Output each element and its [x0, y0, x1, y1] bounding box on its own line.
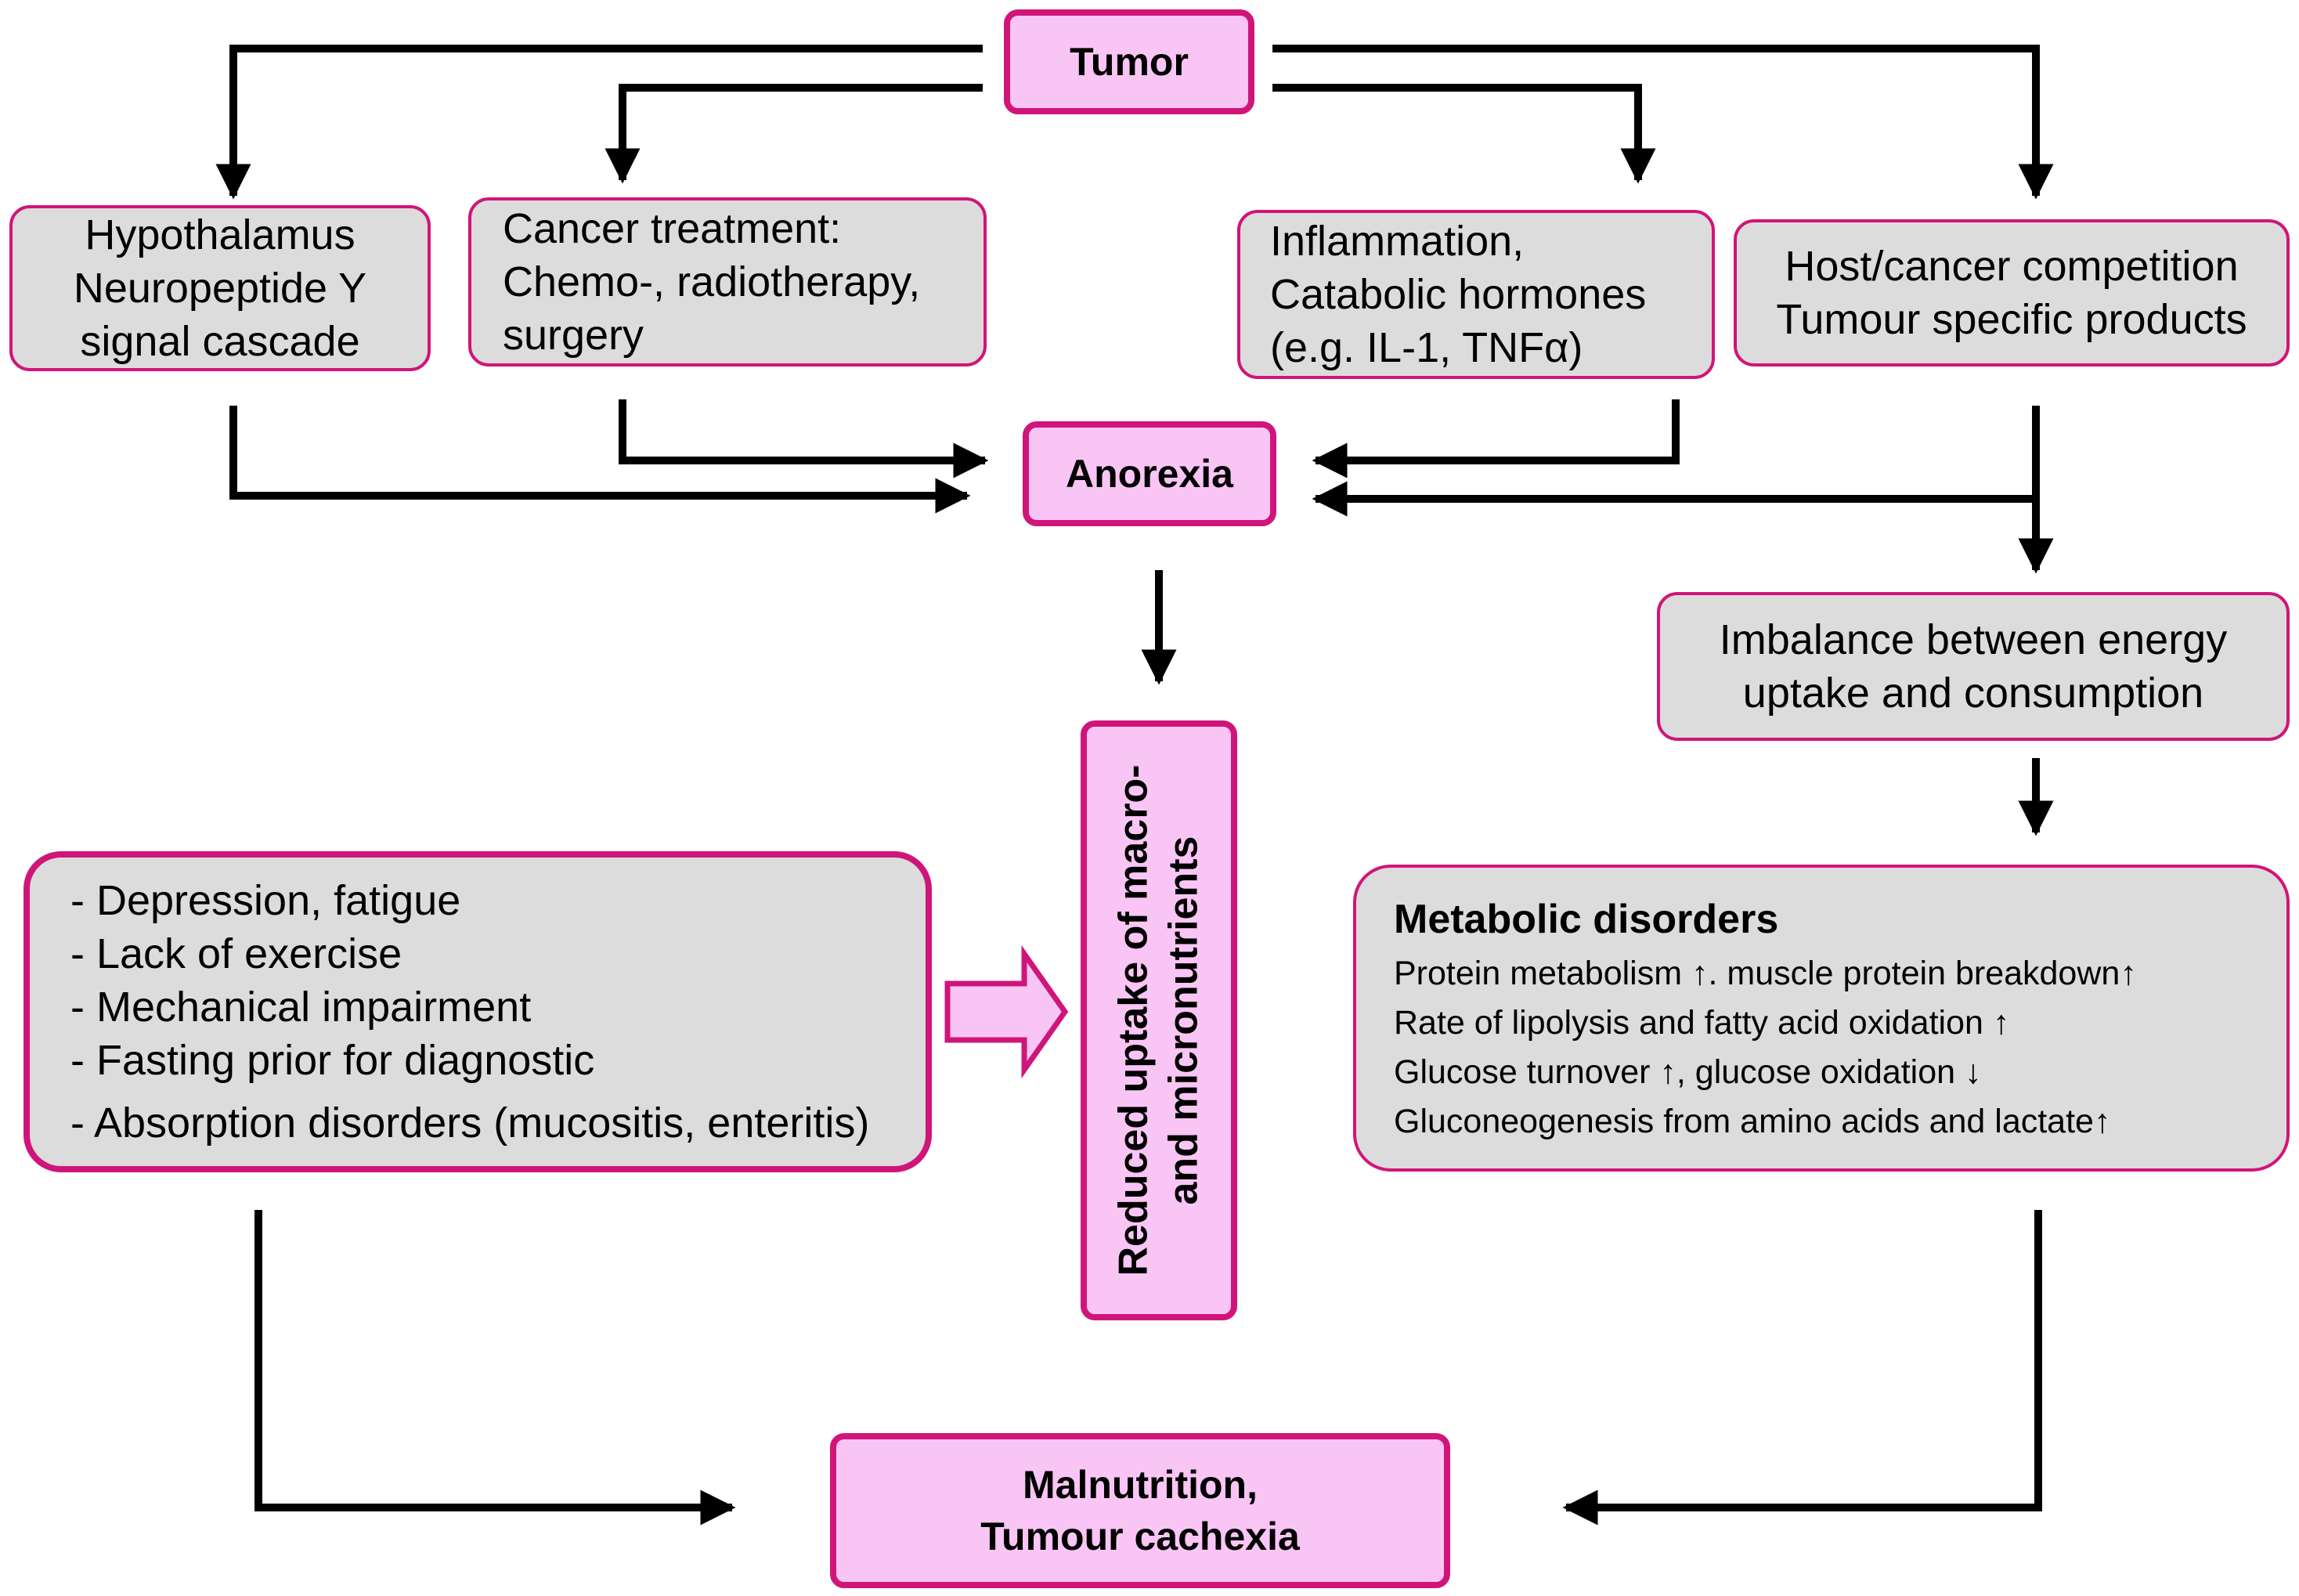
factor-item: - Mechanical impairment	[70, 984, 532, 1031]
inflammation-node: Inflammation, Catabolic hormones (e.g. I…	[1237, 210, 1715, 379]
cancer-treatment-line-3: surgery	[503, 312, 644, 359]
inflammation-line-2: Catabolic hormones	[1270, 271, 1647, 318]
imbalance-node: Imbalance between energy uptake and cons…	[1657, 592, 2290, 741]
metabolic-disorders-title: Metabolic disorders	[1394, 897, 1779, 942]
reduced-uptake-label: Reduced uptake of macro- and micronutrie…	[1109, 764, 1209, 1276]
block-arrow-factors-to-reduced	[944, 944, 1069, 1079]
arrow-tumor-to-hypothalamus	[215, 45, 983, 200]
arrow-metabolic-to-malnutrition	[1562, 1210, 2042, 1526]
metabolic-disorders-node: Metabolic disorders Protein metabolism ↑…	[1353, 865, 2290, 1172]
metabolic-line: Gluconeogenesis from amino acids and lac…	[1394, 1103, 2111, 1140]
cancer-treatment-line-1: Cancer treatment:	[503, 205, 842, 252]
hypothalamus-line-3: signal cascade	[80, 318, 360, 365]
arrow-tumor-to-inflammation	[1272, 84, 1656, 184]
malnutrition-node: Malnutrition, Tumour cachexia	[830, 1433, 1450, 1588]
hypothalamus-line-2: Neuropeptide Y	[73, 265, 367, 312]
anorexia-node: Anorexia	[1023, 421, 1276, 526]
factor-item: - Depression, fatigue	[70, 877, 461, 924]
inflammation-line-1: Inflammation,	[1270, 218, 1525, 265]
contributing-factors-node: - Depression, fatigue - Lack of exercise…	[23, 851, 932, 1172]
reduced-uptake-node: Reduced uptake of macro- and micronutrie…	[1081, 720, 1237, 1320]
imbalance-line-1: Imbalance between energy	[1719, 616, 2228, 663]
tumor-label: Tumor	[1070, 40, 1189, 84]
arrow-hypothalamus-to-anorexia	[229, 406, 971, 514]
cancer-treatment-node: Cancer treatment: Chemo-, radiotherapy, …	[468, 197, 987, 367]
arrow-tumor-to-host-competition	[1272, 45, 2054, 200]
host-competition-line-2: Tumour specific products	[1776, 296, 2247, 343]
factor-item: - Fasting prior for diagnostic	[70, 1037, 595, 1084]
hypothalamus-node: Hypothalamus Neuropeptide Y signal casca…	[9, 205, 431, 371]
tumor-node: Tumor	[1004, 9, 1254, 114]
reduced-uptake-line-1: Reduced uptake of macro-	[1111, 764, 1157, 1276]
reduced-uptake-line-2: and micronutrients	[1161, 836, 1207, 1205]
arrow-inflammation-to-anorexia	[1312, 399, 1680, 478]
arrow-cancer-treatment-to-anorexia	[619, 399, 989, 478]
hypothalamus-line-1: Hypothalamus	[85, 211, 355, 258]
factor-item: - Absorption disorders (mucositis, enter…	[70, 1100, 870, 1146]
arrow-tumor-to-cancer-treatment	[605, 84, 983, 184]
host-competition-node: Host/cancer competition Tumour specific …	[1734, 219, 2290, 367]
factor-item: - Lack of exercise	[70, 930, 402, 977]
cancer-treatment-line-2: Chemo-, radiotherapy,	[503, 258, 921, 305]
metabolic-line: Protein metabolism ↑. muscle protein bre…	[1394, 955, 2137, 992]
malnutrition-line-2: Tumour cachexia	[980, 1515, 1300, 1558]
metabolic-line: Glucose turnover ↑, glucose oxidation ↓	[1394, 1053, 1982, 1091]
metabolic-line: Rate of lipolysis and fatty acid oxidati…	[1394, 1004, 2010, 1042]
anorexia-label: Anorexia	[1066, 452, 1233, 496]
arrow-factors-to-malnutrition	[254, 1210, 736, 1526]
imbalance-line-2: uptake and consumption	[1742, 670, 2204, 717]
malnutrition-line-1: Malnutrition,	[1023, 1463, 1258, 1507]
inflammation-line-3: (e.g. IL-1, TNFα)	[1270, 324, 1583, 371]
host-competition-line-1: Host/cancer competition	[1785, 243, 2239, 290]
